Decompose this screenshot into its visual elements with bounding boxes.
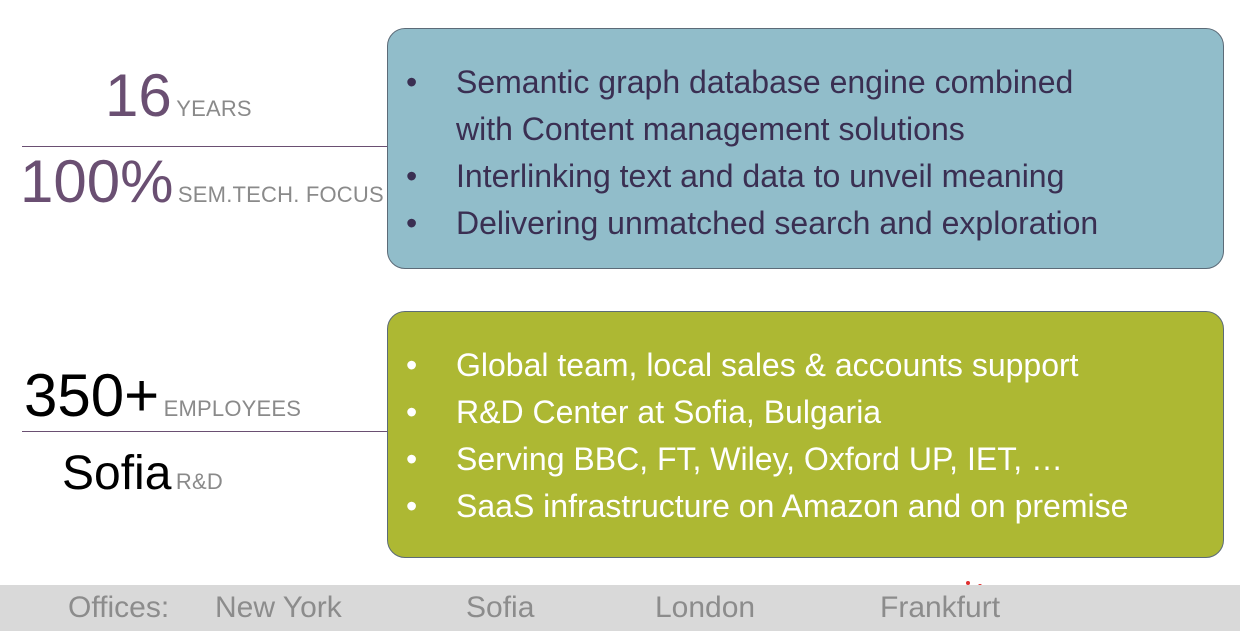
company-bullet-3: • Serving BBC, FT, Wiley, Oxford UP, IET… <box>406 436 1183 483</box>
employees-stat: 350+ EMPLOYEES <box>24 366 301 426</box>
technology-bullets: • Semantic graph database engine combine… <box>406 59 1183 247</box>
technology-bullet-2: • Interlinking text and data to unveil m… <box>406 153 1183 200</box>
office-london: London <box>655 591 756 624</box>
office-frankfurt: Frankfurt <box>880 591 1001 624</box>
location-label: R&D <box>175 469 223 494</box>
divider-bottom <box>22 431 388 432</box>
focus-value: 100% <box>20 148 174 215</box>
focus-stat: 100% SEM.TECH. FOCUS <box>20 152 384 212</box>
office-new-york: New York <box>215 591 342 624</box>
location-stat: Sofia R&D <box>62 446 223 501</box>
office-sofia: Sofia <box>466 591 535 624</box>
focus-label: SEM.TECH. FOCUS <box>177 182 384 207</box>
years-value: 16 <box>105 62 172 129</box>
employees-value: 350+ <box>24 362 160 429</box>
divider-top <box>22 146 388 147</box>
offices-label: Offices: <box>68 591 170 624</box>
technology-bullet-1: • Semantic graph database engine combine… <box>406 59 1183 153</box>
bullet-icon: • <box>406 441 418 477</box>
years-stat: 16 YEARS <box>105 66 252 126</box>
bullet-icon: • <box>406 64 418 100</box>
bullet-icon: • <box>406 488 418 524</box>
location-value: Sofia <box>62 447 172 500</box>
company-bullet-2: • R&D Center at Sofia, Bulgaria <box>406 389 1183 436</box>
offices-footer: Offices: New York Sofia London Frankfurt <box>0 585 1240 631</box>
bullet-icon: • <box>406 394 418 430</box>
employees-label: EMPLOYEES <box>163 396 302 421</box>
bullet-icon: • <box>406 347 418 383</box>
company-bullet-4: • SaaS infrastructure on Amazon and on p… <box>406 483 1183 530</box>
technology-bullet-3: • Delivering unmatched search and explor… <box>406 200 1183 247</box>
bullet-icon: • <box>406 205 418 241</box>
company-box: • Global team, local sales & accounts su… <box>387 311 1224 558</box>
bullet-icon: • <box>406 158 418 194</box>
company-bullets: • Global team, local sales & accounts su… <box>406 342 1183 530</box>
company-bullet-1: • Global team, local sales & accounts su… <box>406 342 1183 389</box>
technology-box: • Semantic graph database engine combine… <box>387 28 1224 269</box>
years-label: YEARS <box>176 96 252 121</box>
